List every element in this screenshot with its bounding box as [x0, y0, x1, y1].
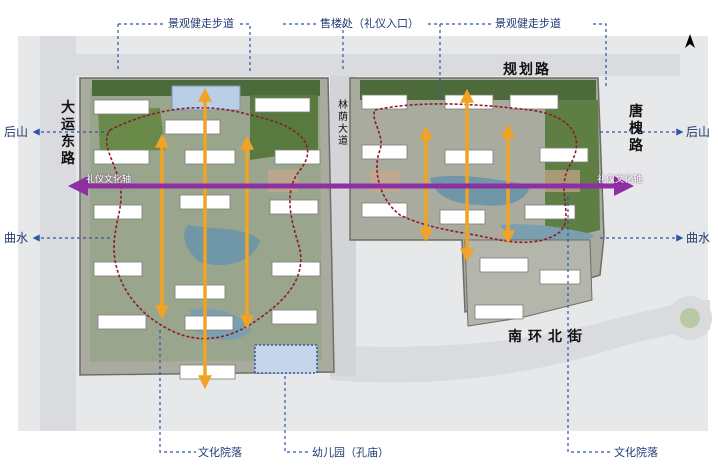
north-arrow-icon — [685, 34, 695, 48]
courtyard-label-left: 文化院落 — [198, 446, 242, 459]
roundabout-island — [680, 308, 700, 328]
axis-label-right: 礼仪文化轴 — [597, 175, 643, 185]
callout-walkway-left-right — [240, 23, 251, 72]
callout-kindergarten — [284, 376, 310, 453]
kindergarten-label: 幼儿园（孔庙） — [312, 446, 389, 459]
qushui-label-left: 曲水 — [4, 231, 29, 245]
road-west — [40, 36, 76, 431]
houshan-label-left: 后山 — [4, 125, 29, 139]
residential-buildings — [93, 94, 589, 380]
courtyard-label-right: 文化院落 — [614, 446, 658, 459]
walkway-label-left: 景观健走步道 — [168, 17, 234, 30]
qushui-label-right: 曲水 — [686, 231, 711, 245]
callout-courtyard-right — [567, 197, 612, 453]
parcel-left-lawn-b — [98, 108, 165, 152]
road-north — [40, 54, 680, 76]
sales-office-label: 售楼处（礼仪入口） — [320, 17, 419, 30]
road-label-west: 大运东路 — [61, 100, 75, 167]
road-label-south: 南环北街 — [508, 329, 588, 345]
kindergarten-building — [254, 344, 318, 374]
walkway-label-right: 景观健走步道 — [495, 17, 561, 30]
callout-walkway-right-end — [593, 23, 607, 86]
road-south-curve — [330, 300, 710, 383]
walking-path-left — [105, 107, 309, 340]
road-label-middle: 林荫大道 — [338, 100, 348, 147]
axis-label-left: 礼仪文化轴 — [86, 175, 132, 185]
houshan-label-right: 后山 — [686, 125, 711, 139]
walking-path-right — [373, 103, 578, 244]
callout-courtyard-left — [159, 330, 196, 453]
road-label-north: 规划路 — [503, 62, 551, 78]
road-label-east: 唐槐路 — [629, 104, 643, 154]
